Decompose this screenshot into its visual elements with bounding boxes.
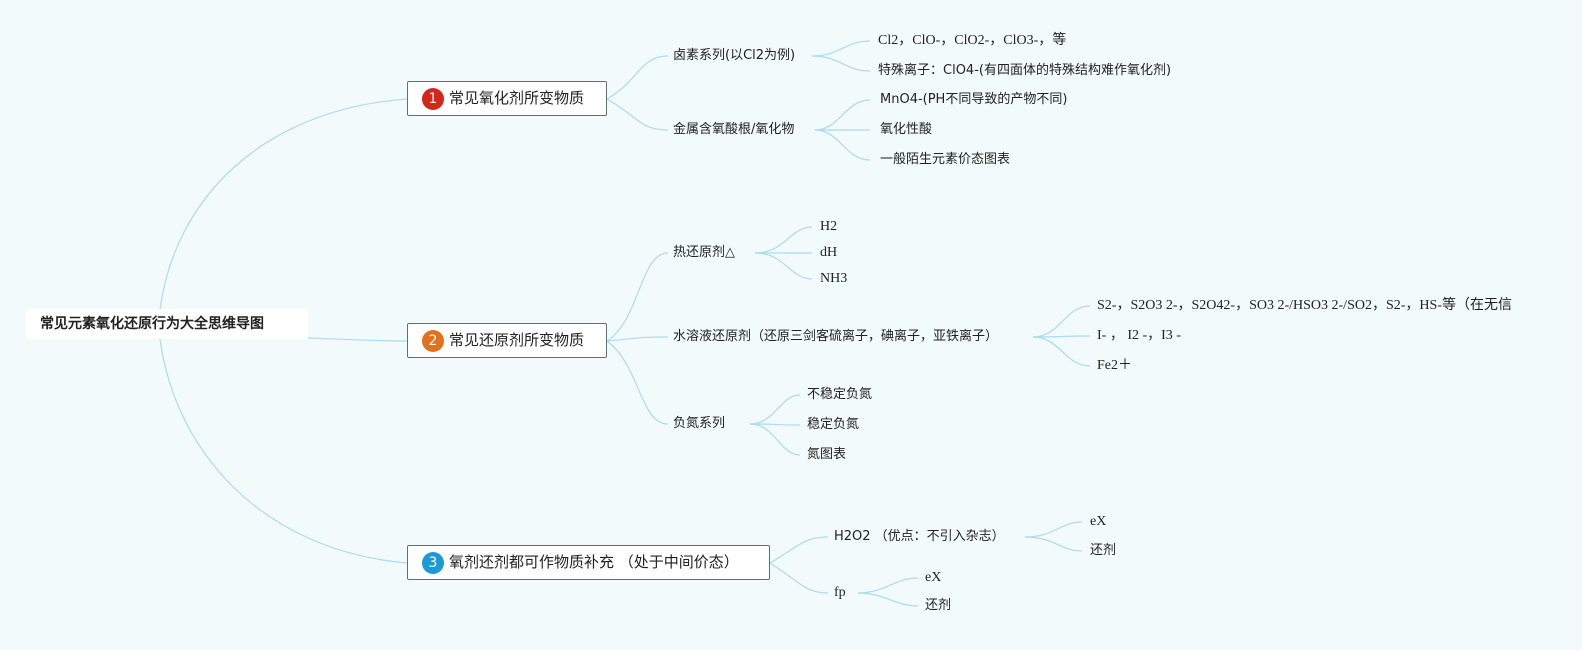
branch-1-sub-2-leaf-1[interactable]: MnO4-(PH不同导致的产物不同) — [880, 92, 1068, 107]
branch-1-topic[interactable]: 1 常见氧化剂所变物质 — [407, 81, 607, 116]
link-b3s1-leaf1 — [1024, 521, 1083, 538]
branch-3-sub-2-leaf-2[interactable]: 还剂 — [925, 598, 952, 613]
link-b3-sub1 — [769, 536, 829, 564]
branch-1-sub-2-leaf-3[interactable]: 一般陌生元素价态图表 — [880, 152, 1011, 167]
branch-2-sub-1-leaf-1[interactable]: H2 — [820, 219, 838, 234]
link-b1s2-leaf1 — [814, 99, 871, 131]
branch-2-sub-2-leaf-3[interactable]: Fe2＋ — [1097, 358, 1132, 373]
branch-2-sub-1-leaf-3[interactable]: NH3 — [820, 271, 848, 286]
link-b2s3-leaf3 — [749, 423, 801, 456]
branch-3-subtopic-2[interactable]: fp — [834, 585, 846, 600]
link-b2s1-leaf1 — [754, 226, 813, 254]
branch-3-topic[interactable]: 3 氧剂还剂都可作物质补充 （处于中间价态） — [407, 545, 770, 580]
link-b1-sub2 — [606, 98, 669, 131]
link-b1s1-leaf1 — [811, 40, 871, 57]
link-b2s1-leaf3 — [754, 252, 813, 280]
branch-1-label: 常见氧化剂所变物质 — [449, 89, 585, 107]
branch-1-subtopic-1[interactable]: 卤素系列(以Cl2为例) — [673, 48, 796, 63]
link-b2-sub3 — [606, 340, 669, 425]
link-b1s1-leaf2 — [811, 55, 871, 72]
branch-2-sub-1-leaf-2[interactable]: dH — [820, 245, 838, 260]
link-b2s3-leaf1 — [749, 394, 801, 425]
link-b2s2-leaf1 — [1032, 305, 1091, 338]
branch-2-sub-3-leaf-1[interactable]: 不稳定负氮 — [807, 387, 873, 402]
branch-1-subtopic-2[interactable]: 金属含氧酸根/氧化物 — [673, 122, 795, 137]
link-b3-sub2 — [769, 562, 829, 594]
link-root-branch3 — [159, 338, 408, 564]
branch-2-subtopic-3[interactable]: 负氮系列 — [673, 416, 726, 431]
link-b2-sub1 — [606, 252, 669, 342]
branch-2-label: 常见还原剂所变物质 — [449, 331, 585, 349]
branch-2-subtopic-2[interactable]: 水溶液还原剂（还原三剑客硫离子，碘离子，亚铁离子） — [673, 329, 999, 344]
branch-2-sub-3-leaf-2[interactable]: 稳定负氮 — [807, 417, 860, 432]
branch-3-sub-1-leaf-1[interactable]: eX — [1090, 514, 1107, 529]
link-b2-sub2 — [606, 336, 669, 342]
link-b2s2-leaf3 — [1032, 336, 1091, 367]
branch-2-topic[interactable]: 2 常见还原剂所变物质 — [407, 323, 607, 358]
branch-3-label: 氧剂还剂都可作物质补充 （处于中间价态） — [449, 553, 739, 571]
number-badge-3: 3 — [422, 551, 444, 574]
link-b3s2-leaf2 — [857, 592, 919, 607]
link-root-branch1 — [159, 98, 408, 310]
root-topic-label: 常见元素氧化还原行为大全思维导图 — [40, 316, 264, 332]
link-b3s1-leaf2 — [1024, 536, 1083, 552]
branch-1-sub-1-leaf-1[interactable]: Cl2，ClO-，ClO2-，ClO3-，等 — [878, 33, 1067, 48]
link-b1s2-leaf3 — [814, 129, 871, 161]
root-topic[interactable]: 常见元素氧化还原行为大全思维导图 — [26, 309, 308, 339]
number-badge-2: 2 — [422, 329, 444, 352]
branch-2-sub-2-leaf-1[interactable]: S2-，S2O3 2-，S2O42-，SO3 2-/HSO3 2-/SO2，S2… — [1097, 298, 1512, 313]
branch-2-sub-3-leaf-3[interactable]: 氮图表 — [807, 447, 847, 462]
branch-1-sub-1-leaf-2[interactable]: 特殊离子：ClO4-(有四面体的特殊结构难作氧化剂) — [878, 63, 1172, 78]
branch-3-sub-2-leaf-1[interactable]: eX — [925, 570, 942, 585]
branch-2-sub-2-leaf-2[interactable]: I- ， I2 -，I3 - — [1097, 328, 1181, 343]
branch-3-sub-1-leaf-2[interactable]: 还剂 — [1090, 543, 1117, 558]
branch-1-sub-2-leaf-2[interactable]: 氧化性酸 — [880, 122, 933, 137]
branch-3-subtopic-1[interactable]: H2O2 （优点：不引入杂志） — [834, 529, 1005, 544]
link-root-branch2 — [307, 337, 408, 342]
link-b3s2-leaf1 — [857, 577, 919, 594]
number-badge-1: 1 — [422, 87, 444, 110]
branch-2-subtopic-1[interactable]: 热还原剂△ — [673, 245, 735, 260]
link-b1-sub1 — [606, 55, 669, 100]
